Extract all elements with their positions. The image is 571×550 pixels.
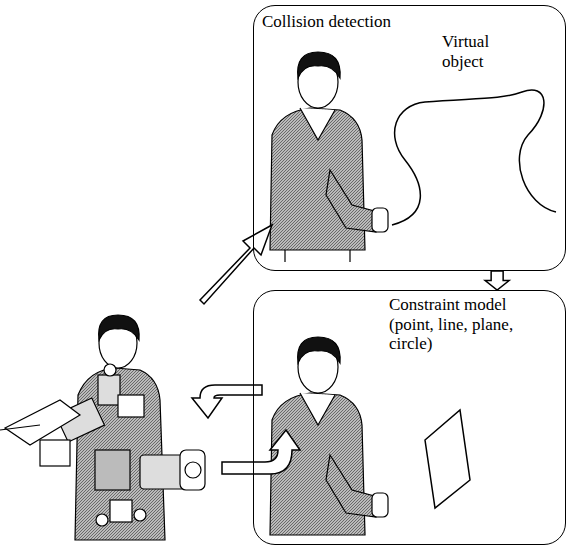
process-box: Constraint model (point, line, plane, ci… xyxy=(253,290,566,545)
object-label: Virtual object xyxy=(442,32,512,71)
flow-arrow xyxy=(485,271,509,290)
constraint-plane xyxy=(425,410,470,508)
exchange-arrow xyxy=(222,430,300,474)
box-heading: Collision detection xyxy=(262,12,391,32)
box-heading: Constraint model (point, line, plane, ci… xyxy=(389,295,529,354)
exoskeleton-operator xyxy=(0,315,205,540)
person-figure xyxy=(270,52,388,262)
exchange-arrow xyxy=(192,385,262,418)
process-box: Collision detectionVirtual object xyxy=(253,5,566,271)
virtual-object-curve xyxy=(392,90,556,225)
flow-arrow xyxy=(200,225,272,304)
